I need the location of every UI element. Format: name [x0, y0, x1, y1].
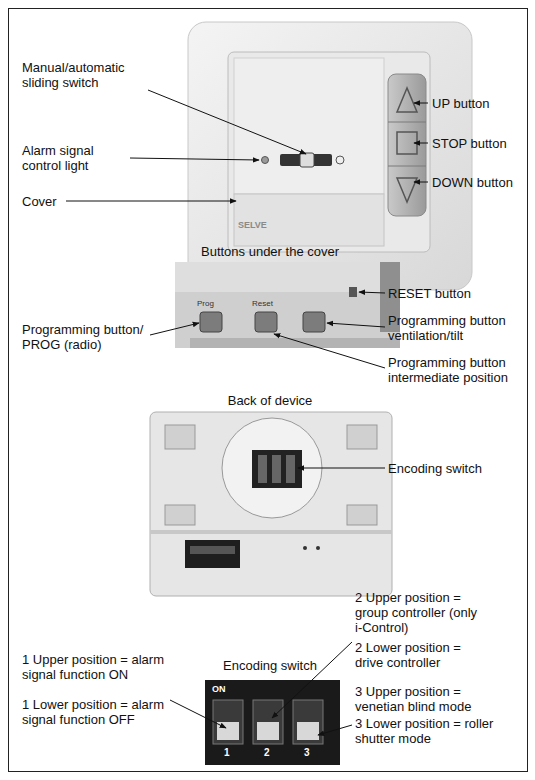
latch [165, 425, 195, 449]
module-top [234, 58, 384, 194]
device-print: Reset [252, 299, 282, 309]
cover-edge [190, 338, 400, 348]
switch-slot [258, 455, 267, 483]
connector-pins [190, 546, 235, 554]
latch [165, 505, 195, 525]
device-print: Prog [197, 299, 227, 309]
button-rocker [388, 74, 426, 216]
switch-number: 2 [264, 747, 276, 759]
switch-slot [253, 700, 283, 744]
ventilation-button [303, 312, 325, 332]
leader-line [148, 90, 306, 154]
connector [185, 540, 240, 568]
latch [347, 425, 377, 449]
section-heading: Encoding switch [185, 658, 355, 673]
leader-line [414, 103, 428, 104]
part-label: STOP button [432, 136, 527, 151]
part-label: Programming button/ PROG (radio) [22, 322, 157, 352]
switch-setting: 1 Lower position = alarm signal function… [22, 697, 174, 727]
up-symbol [397, 88, 417, 112]
switch-setting: 2 Upper position = group controller (onl… [355, 590, 487, 635]
encoding-switch [252, 450, 302, 488]
part-label: Programming button intermediate position [388, 355, 526, 385]
leader-line [130, 158, 259, 160]
part-label: Manual/automatic sliding switch [22, 60, 157, 90]
brand-mark: SELVE [238, 220, 288, 231]
frame [9, 9, 528, 772]
leader-line [414, 182, 428, 183]
prog-button [200, 312, 222, 332]
photo-background [175, 262, 400, 348]
switch-slot [286, 455, 295, 483]
section-heading: Buttons under the cover [150, 244, 390, 259]
switch-slot [213, 700, 243, 744]
part-label: Programming button ventilation/tilt [388, 313, 526, 343]
intermediate-button [255, 312, 277, 332]
section-heading: Back of device [150, 393, 390, 408]
buttons-photo [175, 262, 400, 348]
sliding-switch-knob [300, 153, 314, 167]
leader-lines [66, 90, 428, 735]
switch-setting: 1 Upper position = alarm signal function… [22, 652, 174, 682]
leader-line [359, 292, 385, 293]
part-label: RESET button [388, 286, 523, 301]
leader-line [298, 468, 385, 469]
alarm-light [262, 157, 269, 164]
auto-symbol [336, 156, 344, 164]
button-divider [388, 166, 426, 167]
part-label: UP button [432, 96, 527, 111]
part-label: DOWN button [432, 175, 527, 190]
back-photo [150, 412, 392, 596]
cover [234, 194, 384, 246]
switch-setting: 2 Lower position = drive controller [355, 640, 487, 670]
switch-lever [297, 722, 319, 740]
reset-button [349, 287, 357, 297]
screw-hole [303, 546, 307, 550]
leader-line [318, 725, 352, 735]
rib [150, 530, 392, 534]
part-label: Encoding switch [388, 461, 523, 476]
button-divider [388, 122, 426, 123]
photo-background [205, 680, 340, 765]
leader-line [170, 700, 226, 728]
switch-setting: 3 Lower position = roller shutter mode [355, 716, 495, 746]
switch-lever [257, 722, 279, 740]
photo-top [175, 262, 400, 292]
screw-hole [316, 546, 320, 550]
leader-line [150, 323, 199, 335]
switch-setting: 3 Upper position = venetian blind mode [355, 684, 495, 714]
part-label: Cover [22, 194, 82, 209]
encoding-switch-photo [205, 680, 340, 765]
back-housing [150, 412, 392, 596]
switch-slot [293, 700, 323, 744]
leader-line [327, 323, 385, 327]
module-face [228, 52, 430, 252]
sliding-switch-slot [280, 154, 332, 166]
switch-number: 3 [304, 747, 316, 759]
switch-number: 1 [224, 747, 236, 759]
latch [347, 505, 377, 525]
leader-line [274, 334, 385, 368]
switch-slot [272, 455, 281, 483]
leader-line [272, 642, 352, 718]
part-label: Alarm signal control light [22, 143, 132, 173]
leader-line [66, 201, 236, 202]
switch-print: ON [212, 684, 242, 695]
leader-line [414, 143, 428, 144]
